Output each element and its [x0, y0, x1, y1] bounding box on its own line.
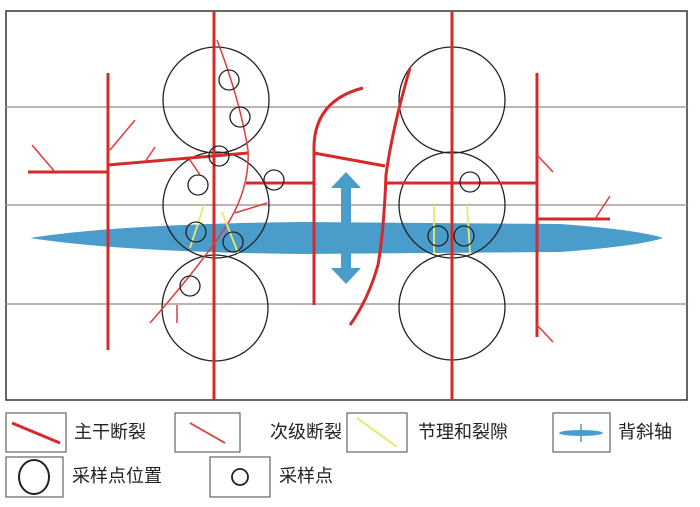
main-fault-line-icon [11, 421, 61, 445]
anticline-axis-icon [559, 424, 603, 442]
sample-points [179, 69, 481, 297]
secondary-fault-line-icon [189, 422, 226, 444]
small-circle-icon [231, 468, 249, 486]
uplift-arrow-icon [331, 172, 361, 284]
legend [5, 412, 611, 498]
legend-label-sample-location: 采样点位置 [72, 466, 162, 487]
secondary-faults [31, 39, 611, 343]
large-circle-icon [18, 459, 50, 495]
main-faults [28, 12, 610, 400]
legend-label-secondary-fault: 次级断裂 [270, 422, 342, 443]
joint-line-icon [356, 417, 398, 448]
legend-label-sample-point: 采样点 [279, 466, 333, 487]
legend-label-main-fault: 主干断裂 [74, 422, 146, 443]
legend-label-anticline: 背斜轴 [618, 422, 672, 443]
legend-label-joint: 节理和裂隙 [418, 422, 508, 443]
